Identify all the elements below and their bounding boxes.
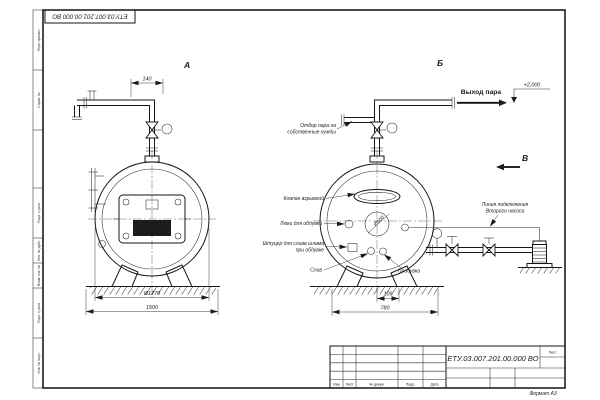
tb-col-data: Дата bbox=[431, 383, 439, 387]
steam-outlet-label: Выход пара bbox=[461, 89, 502, 96]
steam-outlet: Выход пара +2,000 bbox=[457, 83, 550, 107]
margin-label: Перв. примен. bbox=[37, 29, 41, 52]
svg-text:при обдувке: при обдувке bbox=[296, 248, 325, 254]
tb-doc-number: ЕТУ.03.007.201.00.000 ВО bbox=[447, 354, 538, 363]
blow-hatches-label: Люки для обдувки bbox=[279, 221, 322, 227]
dim-a-top: 140 bbox=[143, 77, 152, 83]
riser-valve-a bbox=[145, 121, 159, 131]
blowdown-label: Продувка bbox=[398, 269, 420, 275]
view-b-direction-arrow bbox=[496, 163, 504, 171]
pump-line-nozzle bbox=[401, 223, 409, 232]
top-stamp: ЕТУ.03.007.201.00.000 ВО bbox=[44, 9, 136, 24]
firebox-opening bbox=[133, 220, 171, 236]
tb-sheet-label: Лист bbox=[549, 351, 557, 355]
dimensions-b: 105 780 bbox=[331, 288, 439, 316]
dim-b-offset: 105 bbox=[384, 292, 394, 298]
sheet-frame bbox=[32, 9, 566, 389]
dim-a-diameter: Ø1270 bbox=[143, 291, 160, 297]
format-note: Формат А3 bbox=[529, 391, 557, 397]
dim-b-center-diameter: Ø500 bbox=[372, 215, 386, 229]
frame-margin-labels: Перв. примен. Справ. № Подп. и дата Инв.… bbox=[37, 29, 41, 374]
pressure-gauge-pump-line bbox=[431, 228, 443, 239]
shutoff-valve-1 bbox=[445, 242, 453, 258]
view-a-label: А bbox=[183, 60, 190, 70]
water-gauge-glass bbox=[88, 168, 106, 212]
pump-piping bbox=[409, 227, 562, 274]
annotations-b: Отбор пара на собственные нужды Клапан в… bbox=[263, 121, 529, 275]
elevation-mark bbox=[511, 97, 517, 103]
drain-nozzle bbox=[367, 247, 375, 255]
stamp-doc-number: ЕТУ.03.007.201.00.000 ВО bbox=[52, 12, 127, 19]
title-block: Изм Лист № докум. Подп. Дата Лист ЕТУ.03… bbox=[329, 345, 566, 389]
view-b: Ø500 Выход bbox=[263, 58, 562, 316]
tb-col-list: Лист bbox=[346, 383, 354, 387]
drain-valve-fitting-a bbox=[98, 240, 106, 248]
margin-label: Инв. № подл. bbox=[37, 352, 41, 373]
elevation-value: +2,000 bbox=[524, 83, 541, 89]
view-v-label: В bbox=[522, 153, 528, 163]
ground-hatch bbox=[520, 267, 560, 274]
shutoff-valve-2 bbox=[482, 242, 490, 258]
pressure-gauge-b bbox=[386, 122, 398, 134]
steam-outlet-arrow bbox=[499, 99, 507, 107]
dimensions-a: 140 Ø1270 1500 bbox=[85, 77, 219, 315]
pump-line-label: Линия подключения bbox=[481, 202, 529, 208]
pressure-gauge-a bbox=[161, 123, 173, 135]
dim-b-width: 780 bbox=[381, 306, 390, 312]
sludge-fitting-label: Штуцер для слива шлама bbox=[263, 241, 325, 247]
svg-text:Второго насоса: Второго насоса bbox=[486, 209, 525, 215]
svg-text:собственные нужды: собственные нужды bbox=[287, 130, 336, 136]
steam-piping-b bbox=[341, 97, 455, 163]
steam-piping-a bbox=[72, 90, 173, 163]
riser-valve-b bbox=[370, 121, 384, 131]
drain-label: Слив bbox=[310, 268, 322, 274]
view-v-direction: В bbox=[496, 153, 528, 171]
margin-label: Подп. и дата bbox=[37, 203, 41, 223]
own-needs-label: Отбор пара на bbox=[300, 123, 336, 129]
dim-a-width: 1500 bbox=[146, 305, 158, 311]
explosion-valve-label: Клапан взрывной bbox=[284, 195, 325, 202]
margin-label: Взам. инв. № bbox=[37, 265, 41, 286]
margin-label: Подп. и дата bbox=[37, 303, 41, 323]
ground-hatch bbox=[90, 286, 216, 295]
supports-a bbox=[86, 264, 220, 295]
tb-col-izm: Изм bbox=[333, 383, 340, 387]
view-a: 140 Ø1270 1500 А bbox=[72, 60, 220, 315]
sludge-fitting bbox=[347, 243, 358, 252]
tb-col-podp: Подп. bbox=[406, 383, 416, 387]
margin-label: Справ. № bbox=[37, 92, 41, 108]
second-pump-line bbox=[409, 227, 540, 241]
blow-hatch-fitting bbox=[344, 219, 354, 229]
view-b-label: Б bbox=[437, 58, 443, 68]
blowdown-nozzle bbox=[379, 247, 387, 256]
margin-label: Инв. № дубл. bbox=[37, 240, 41, 261]
boiler-front-door bbox=[113, 194, 191, 244]
sight-port bbox=[364, 211, 390, 237]
boiler-shell-b bbox=[319, 163, 435, 279]
second-pump bbox=[526, 240, 553, 268]
tb-col-dokum: № докум. bbox=[369, 383, 385, 387]
